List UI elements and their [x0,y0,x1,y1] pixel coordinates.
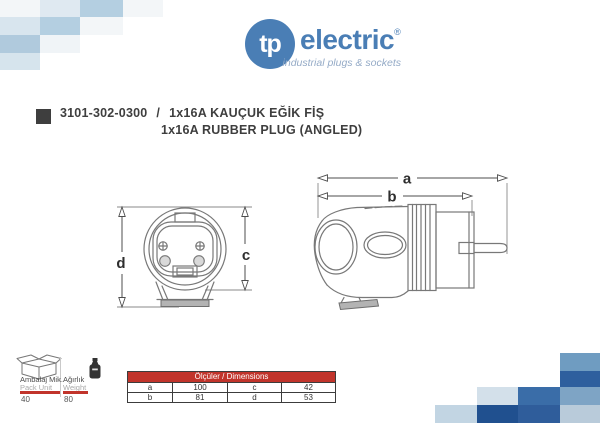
front-view-drawing: d c [116,205,252,309]
mosaic-cell [560,405,600,423]
side-oval [363,231,407,259]
dimension-label-d: d [116,255,125,272]
mosaic-cell [40,0,80,17]
mosaic-cell [80,17,123,35]
pack-unit-label-tr: Ambalaj Mik. [20,375,63,384]
product-name-en: 1x16A RUBBER PLUG (ANGLED) [161,123,363,137]
pack-unit-label-en: Pack Unit [20,383,53,392]
earth-clip-top [174,212,196,223]
product-title-line1: 3101-302-0300 / 1x16A KAUÇUK EĞİK FİŞ [60,106,324,120]
table-cell: 81 [172,392,227,402]
dimensions-table-body: a 100 c 42 b 81 d 53 [128,382,335,402]
mosaic-cell [560,353,600,371]
mosaic-cell [0,17,40,35]
logo-tagline: industrial plugs & sockets [282,57,401,69]
title-separator: / [156,106,161,120]
mosaic-cell [40,17,80,35]
mosaic-cell [518,405,560,423]
mosaic-cell [0,0,40,17]
product-name-tr: 1x16A KAUÇUK EĞİK FİŞ [169,106,325,120]
earth-clip-bottom [172,265,198,278]
table-cell: 53 [281,392,335,402]
mosaic-cell [477,405,518,423]
mosaic-cell [518,387,560,405]
table-cell: c [227,382,281,392]
dimensions-table-header: Ölçüler / Dimensions [128,372,335,382]
logo-tp-circle: tp [245,19,295,69]
title-bullet-square [36,109,51,124]
mosaic-cell [0,53,40,70]
table-cell: d [227,392,281,402]
plug-face [435,211,475,289]
table-cell: a [128,382,172,392]
technical-drawing: d c a [116,171,509,311]
dimension-label-a: a [403,171,412,188]
dimension-label-b: b [387,189,396,206]
front-view-base [160,299,210,307]
mosaic-cell [560,387,600,405]
mosaic-cell [80,0,123,17]
mosaic-cell [0,35,40,53]
logo-brand-text: electric® [300,24,401,56]
product-title-line2: 1x16A RUBBER PLUG (ANGLED) [161,123,362,137]
weight-underline [63,391,88,394]
product-code: 3101-302-0300 [60,106,148,120]
weight-label-tr: Ağırlık [63,375,85,384]
logo-monogram: tp [259,30,282,58]
side-view-base [338,298,380,311]
mosaic-cell [40,35,80,53]
weight-label-en: Weight [63,383,87,392]
pack-unit-value: 40 [21,395,30,404]
packaging-divider [60,357,61,397]
table-cell: b [128,392,172,402]
dimensions-table: Ölçüler / Dimensions a 100 c 42 b 81 d 5… [127,371,336,403]
mosaic-cell [123,0,163,17]
logo-brand-name: electric [300,24,395,55]
dimension-label-c: c [242,247,250,264]
pin-hole-right [193,255,205,267]
pack-box-icon [16,354,62,380]
pack-unit-underline [20,391,60,394]
pin-hole-left [159,255,171,267]
weight-icon [89,358,101,379]
mosaic-cell [560,371,600,387]
registered-mark: ® [394,27,401,37]
weight-value: 80 [64,395,73,404]
mosaic-cell [477,387,518,405]
table-cell: 100 [172,382,227,392]
mosaic-cell [435,405,477,423]
side-view-drawing: a b [313,171,509,311]
table-cell: 42 [281,382,335,392]
plug-pin [473,242,508,254]
